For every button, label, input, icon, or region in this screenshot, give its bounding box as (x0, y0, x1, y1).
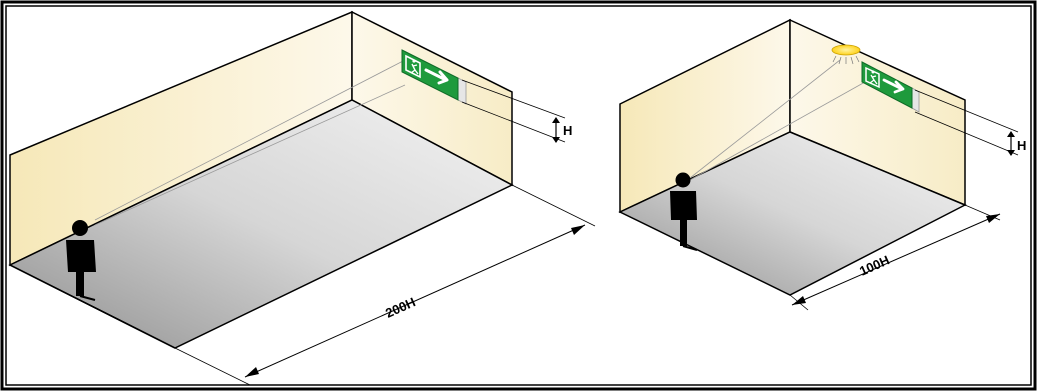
right-distance-dimension (791, 213, 1001, 306)
right-sight-line-2 (689, 81, 866, 181)
left-height-label: H (563, 123, 572, 138)
left-distance-dimension (244, 224, 586, 378)
person-icon (66, 220, 96, 301)
right-room: H 100H (618, 18, 1026, 311)
inner-frame (5, 5, 1032, 386)
person-icon (670, 172, 698, 251)
right-height-label: H (1017, 138, 1026, 153)
exit-sign-icon (861, 61, 920, 113)
left-sight-line-1 (94, 59, 406, 221)
height-arrow-icon (1007, 131, 1015, 156)
right-sight-line-1 (689, 59, 841, 179)
left-distance-label: 200H (383, 294, 417, 320)
left-room: H 200H (8, 10, 596, 386)
left-sight-line-2 (94, 84, 406, 226)
height-arrow-icon (552, 117, 560, 143)
